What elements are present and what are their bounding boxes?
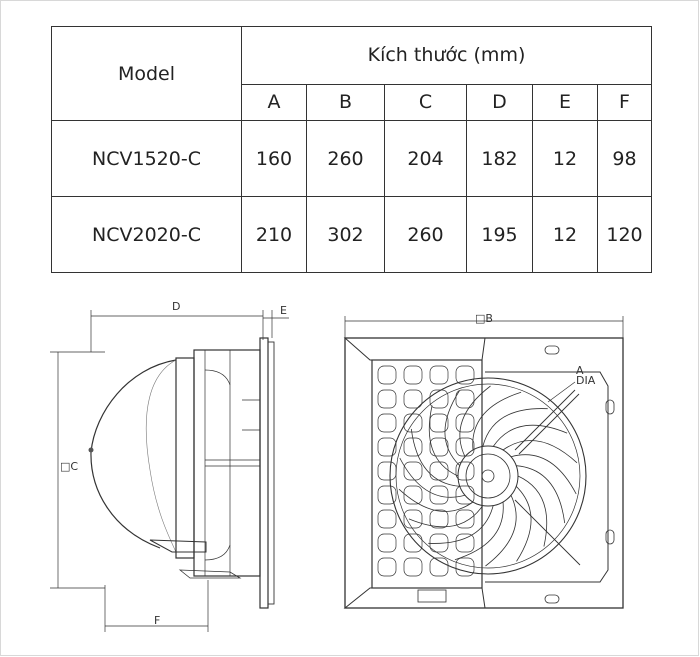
fan-blade [408, 505, 484, 528]
column-header-b: B [306, 83, 385, 122]
louver-slot [377, 437, 397, 457]
fan-blade [510, 454, 577, 495]
column-header-c: C [384, 83, 467, 122]
value-cell-c: 260 [384, 196, 467, 273]
louver-slot [377, 365, 397, 385]
louver-slot [455, 485, 475, 505]
louver-slot [377, 533, 397, 553]
value-cell-f: 98 [597, 120, 652, 197]
louver-slot [403, 533, 423, 553]
louver-slot [455, 533, 475, 553]
side-view [50, 310, 289, 632]
dimension-label-a: A [576, 364, 584, 377]
louver-slot [403, 413, 423, 433]
louver-slot [429, 437, 449, 457]
fan-blade [517, 475, 548, 547]
column-header-f: F [597, 83, 652, 122]
louver-slot [403, 485, 423, 505]
louver-slot [377, 485, 397, 505]
fan-blade [410, 428, 460, 487]
louver-slot [455, 365, 475, 385]
louver-slot [403, 389, 423, 409]
table-row: NCV1520-C 160 260 204 182 12 98 [51, 120, 652, 197]
louver-slot [429, 557, 449, 577]
size-header: Kích thước (mm) [241, 26, 652, 85]
louver-slot [455, 389, 475, 409]
fan-blade [428, 405, 459, 477]
dimension-label-b: □B [475, 312, 493, 325]
value-cell-f: 120 [597, 196, 652, 273]
fan-blade [482, 408, 548, 447]
louver-slot [455, 509, 475, 529]
model-header: Model [51, 26, 242, 121]
louver-slot [429, 365, 449, 385]
louver-slot [403, 461, 423, 481]
louver-slot [403, 365, 423, 385]
dimension-label-dia: DIA [576, 374, 596, 387]
table-column-row: A B C D E F [52, 83, 652, 122]
value-cell-b: 302 [306, 196, 385, 273]
value-cell-e: 12 [532, 120, 598, 197]
fan-blades [398, 385, 578, 567]
model-cell: NCV1520-C [51, 120, 242, 197]
dimension-label-f: F [154, 614, 160, 627]
dimension-table: Model Kích thước (mm) A B C D E F NCV152… [51, 26, 652, 273]
value-cell-d: 182 [466, 120, 533, 197]
louver-slot [455, 557, 475, 577]
louver-slot [429, 461, 449, 481]
louver-slot [429, 389, 449, 409]
value-cell-a: 210 [241, 196, 307, 273]
louver-slot [377, 413, 397, 433]
louver-slot [455, 413, 475, 433]
louver-slot [455, 437, 475, 457]
value-cell-a: 160 [241, 120, 307, 197]
value-cell-c: 204 [384, 120, 467, 197]
dimension-label-c: □C [60, 460, 78, 473]
louver-slot [429, 509, 449, 529]
dimension-label-d: D [172, 300, 180, 313]
fan-blade [515, 486, 532, 562]
table-header-row: Model Kích thước (mm) [51, 26, 652, 121]
louver-slot [429, 485, 449, 505]
column-header-e: E [532, 83, 598, 122]
fan-blade [444, 390, 461, 466]
fan-blade [398, 488, 474, 512]
model-cell: NCV2020-C [51, 196, 242, 273]
louver-slot [455, 461, 475, 481]
fan-blade [492, 424, 568, 447]
value-cell-e: 12 [532, 196, 598, 273]
dimension-label-e: E [280, 304, 287, 317]
technical-drawing: D E □C F □B A DI [50, 300, 624, 632]
value-cell-d: 195 [466, 196, 533, 273]
fan-blade [502, 440, 578, 464]
fan-blade [454, 501, 504, 561]
louver-slot [403, 509, 423, 529]
fan-blade [472, 391, 522, 451]
column-header-d: D [466, 83, 533, 122]
fan-blade [428, 505, 494, 544]
louver-grille [377, 365, 475, 577]
value-cell-b: 260 [306, 120, 385, 197]
column-header-a: A [241, 83, 307, 122]
louver-slot [377, 389, 397, 409]
fan-blade [516, 465, 566, 524]
louver-slot [377, 461, 397, 481]
table-row: NCV2020-C 210 302 260 195 12 120 [51, 196, 652, 273]
louver-slot [377, 509, 397, 529]
fan-blade [485, 495, 517, 567]
louver-slot [403, 557, 423, 577]
fan-blade [459, 385, 491, 457]
front-view [343, 316, 624, 609]
fan-blade [399, 457, 466, 498]
louver-slot [377, 557, 397, 577]
louver-slot [429, 413, 449, 433]
